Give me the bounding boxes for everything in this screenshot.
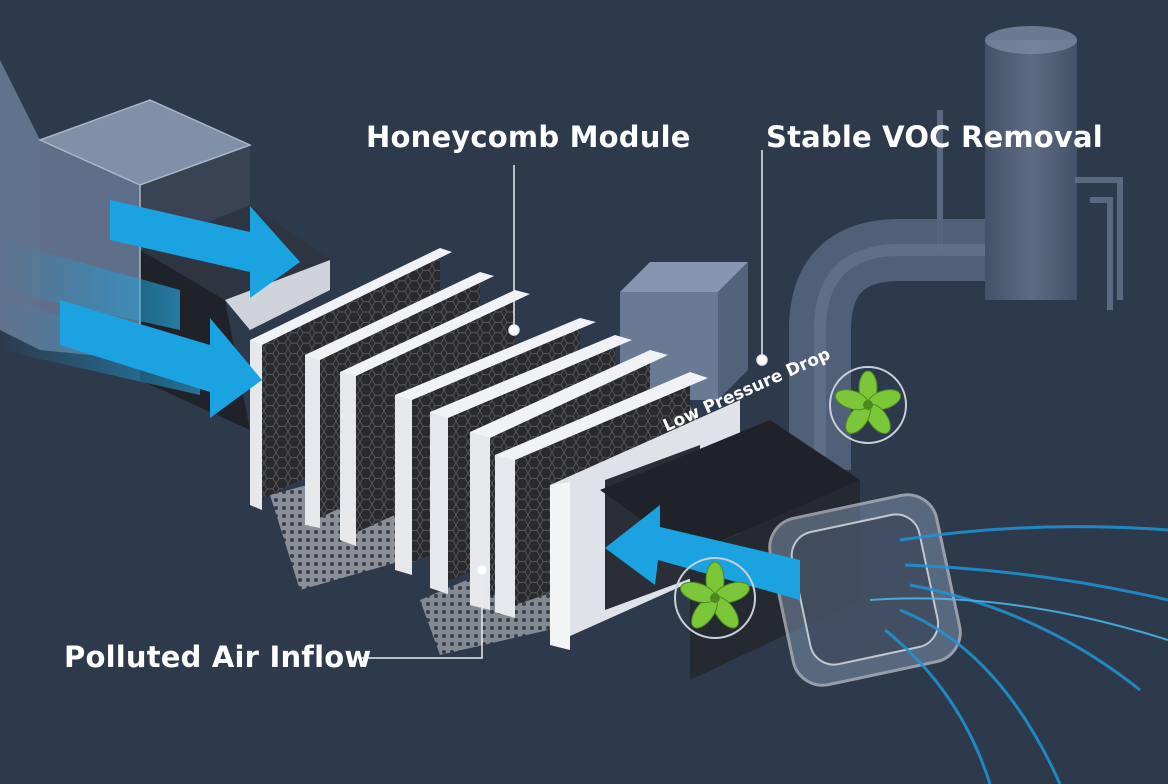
- polluted-air-inflow-label: Polluted Air Inflow: [64, 640, 372, 674]
- airflow-arrow-icon: [110, 200, 300, 298]
- fan-icon: [829, 366, 907, 444]
- fan-icon: [674, 557, 756, 639]
- airflow-arrow-icon: [60, 300, 262, 418]
- airflow-arrow-icon: [605, 505, 800, 600]
- exhaust-stack: [789, 26, 1123, 470]
- stable-voc-removal-label: Stable VOC Removal: [766, 120, 1103, 154]
- honeycomb-module-label: Honeycomb Module: [366, 120, 691, 154]
- callout-leaders: [358, 150, 768, 659]
- exhaust-streams: [869, 525, 1168, 784]
